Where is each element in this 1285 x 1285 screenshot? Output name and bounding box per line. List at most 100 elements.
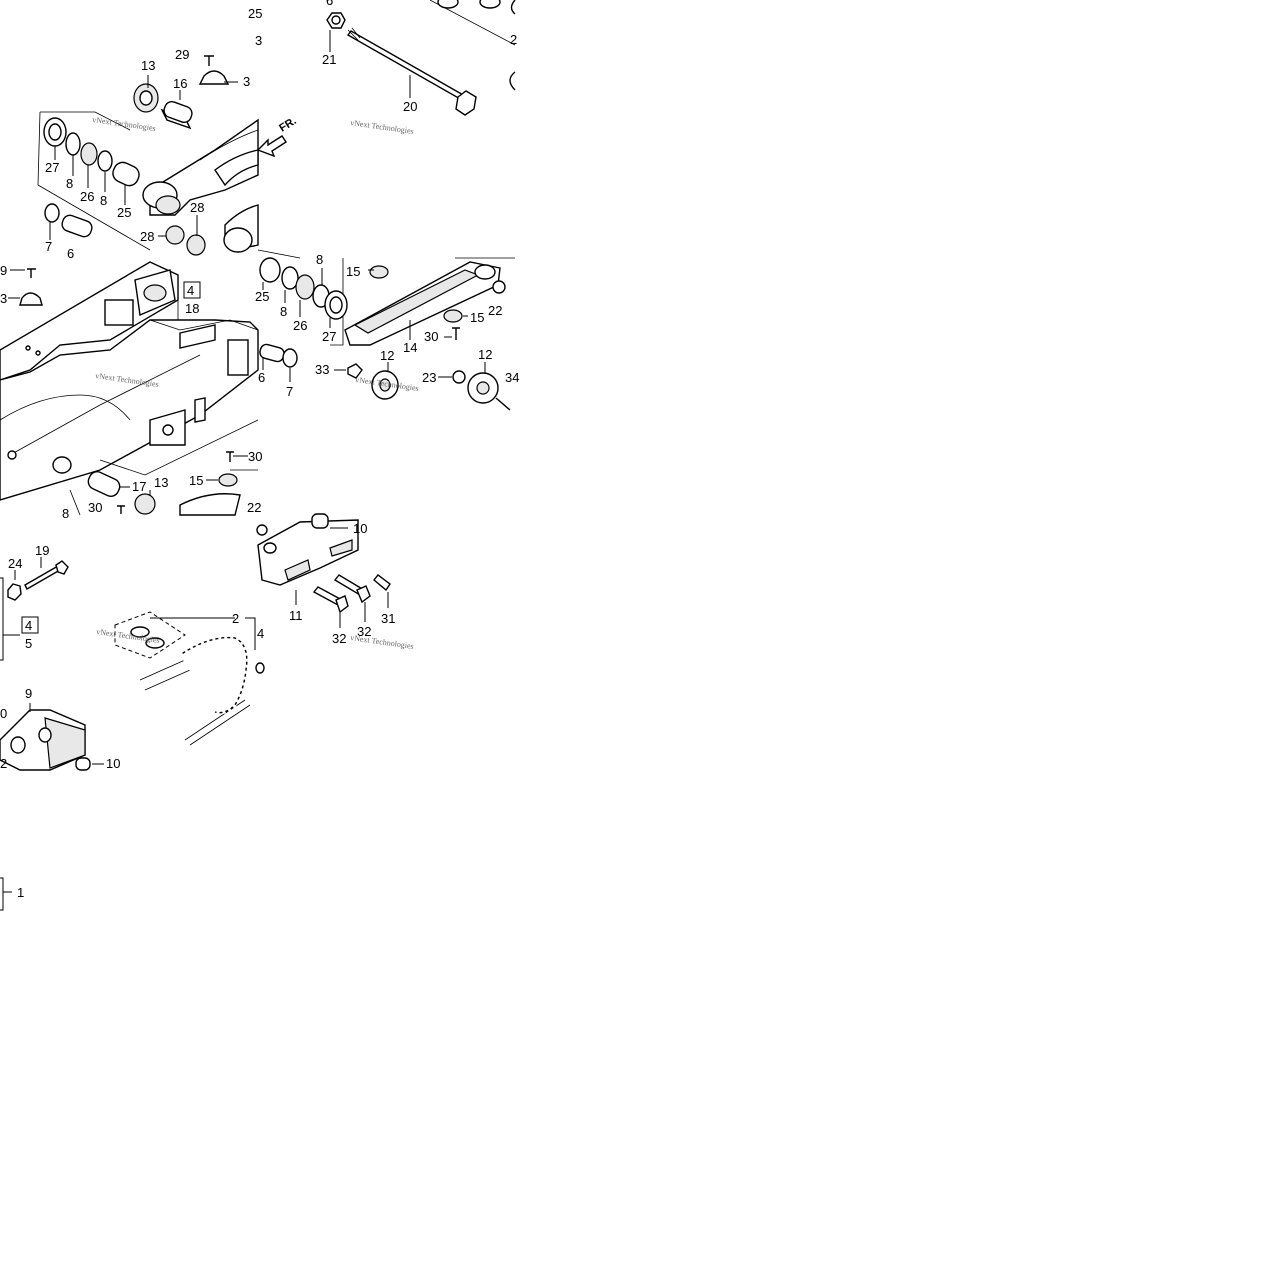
watermark: vNext Technologies <box>96 627 161 645</box>
pivot-bolt-20-head <box>455 90 477 116</box>
master-link-plate <box>145 637 165 649</box>
callout-label: 25 <box>248 6 262 21</box>
watermark: vNext Technologies <box>350 633 415 651</box>
callout-label: 13 <box>154 475 168 490</box>
collar-6a <box>61 214 93 238</box>
group-bracket <box>0 877 12 911</box>
partial-part <box>510 0 516 15</box>
drive-chain-2 <box>179 635 249 715</box>
slider-hole <box>10 736 26 754</box>
ref-box-4 <box>21 616 39 634</box>
group-line <box>149 319 259 331</box>
callout-label: 8 <box>280 304 287 319</box>
callout-label: 33 <box>315 362 329 377</box>
callout-label: 27 <box>45 160 59 175</box>
callout-label: 30 <box>424 329 438 344</box>
seal-27-inner <box>48 123 62 141</box>
callout-label: 17 <box>132 479 146 494</box>
callout-label: 9 <box>0 263 7 278</box>
rivet <box>25 345 31 351</box>
partial-part <box>479 0 501 9</box>
watermark: vNext Technologies <box>92 115 157 133</box>
chain-slider-eye <box>474 264 496 280</box>
callout-label: 22 <box>488 303 502 318</box>
collar-10a <box>311 513 329 529</box>
chain-guide-window <box>284 559 311 581</box>
frame-tube <box>214 149 259 187</box>
callout-label: 34 <box>505 370 519 385</box>
callout-label: 14 <box>403 340 417 355</box>
nut-24 <box>7 583 22 601</box>
callout-label: 4 <box>187 283 194 298</box>
group-line <box>69 469 258 516</box>
callout-label: 8 <box>100 193 107 208</box>
callout-label: 3 <box>243 74 250 89</box>
pivot-bore <box>155 195 181 215</box>
callout-label: 27 <box>322 329 336 344</box>
callout-label: 6 <box>326 0 333 8</box>
dust-seal-28a <box>165 225 185 245</box>
bolt-32b-head <box>356 585 371 604</box>
group-line <box>257 249 344 346</box>
slider-pad <box>44 717 86 769</box>
washer-8b <box>97 150 113 172</box>
group-bracket <box>0 577 4 661</box>
bolt-33 <box>347 363 363 379</box>
callout-label: 8 <box>66 176 73 191</box>
grommet-15a <box>218 473 238 487</box>
swingarm-lower <box>0 319 259 501</box>
bolt-34 <box>495 397 511 411</box>
rivet <box>7 450 17 460</box>
collar-10b <box>75 757 91 771</box>
decal-18 <box>179 324 216 349</box>
nut-23 <box>452 370 466 384</box>
clamp-3 <box>198 70 230 85</box>
master-link-group <box>114 611 186 659</box>
screw-29 <box>204 55 214 66</box>
front-arrow-icon <box>256 135 287 158</box>
callout-label: 15 <box>470 310 484 325</box>
callout-label: 19 <box>35 543 49 558</box>
callout-label: 22 <box>247 500 261 515</box>
tile-chain-and-slider: 24 19 4 5 2 4 9 0 2 10 1 vNext Technolog… <box>0 543 265 911</box>
callout-label: 20 <box>403 99 417 114</box>
screw-30b <box>117 505 125 514</box>
guide-hole <box>263 542 277 554</box>
swingarm-edge-curve <box>0 394 131 421</box>
callout-label: 30 <box>248 449 262 464</box>
callout-label: 23 <box>422 370 436 385</box>
collar-16-body <box>163 100 193 124</box>
callout-label: 15 <box>346 264 360 279</box>
callout-label: 25 <box>255 289 269 304</box>
callout-label: 32 <box>357 624 371 639</box>
bolt-31 <box>373 574 391 592</box>
bolt-19-head <box>55 560 69 575</box>
callout-label: 24 <box>8 556 22 571</box>
bolt-32a-head <box>335 595 349 614</box>
callout-label: 3 <box>0 291 7 306</box>
callout-label: 7 <box>286 384 293 399</box>
chain-guide-11 <box>257 519 359 586</box>
roller-12a-hub <box>379 378 391 392</box>
seal-13b <box>134 493 156 515</box>
collar-25c <box>259 257 281 283</box>
axle-end-block <box>227 339 249 376</box>
washer-8d <box>281 266 299 290</box>
callout-label: 8 <box>62 506 69 521</box>
callout-label: 2 <box>0 756 7 771</box>
guide-hole <box>256 524 268 536</box>
callout-label: 32 <box>332 631 346 646</box>
callout-label: 26 <box>80 189 94 204</box>
callout-label: 30 <box>88 500 102 515</box>
ref-box-4 <box>183 281 201 299</box>
collar-17 <box>87 471 121 497</box>
roller-12b-hub <box>476 381 490 395</box>
seal-27b-inner <box>329 296 343 314</box>
leader <box>245 617 256 650</box>
axle-hole <box>52 456 72 474</box>
bracket-hole <box>162 424 174 436</box>
callout-label: 28 <box>140 229 154 244</box>
slider-hole <box>38 727 52 743</box>
callout-label: 31 <box>381 611 395 626</box>
